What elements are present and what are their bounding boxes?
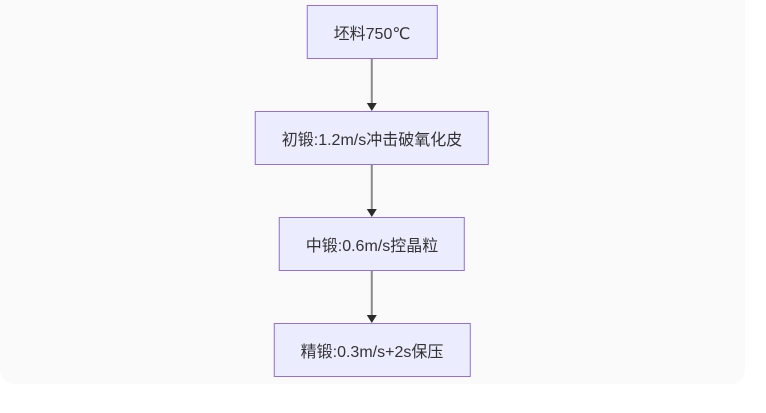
flowchart: 坯料750℃ 初锻:1.2m/s冲击破氧化皮 中锻:0.6m/s控晶粒 精锻:0… xyxy=(254,5,490,377)
arrow-line xyxy=(371,59,373,105)
diagram-canvas: 坯料750℃ 初锻:1.2m/s冲击破氧化皮 中锻:0.6m/s控晶粒 精锻:0… xyxy=(254,5,490,377)
arrowhead-icon xyxy=(367,209,377,217)
arrow-down-icon xyxy=(365,271,379,323)
flow-node-initial-forging: 初锻:1.2m/s冲击破氧化皮 xyxy=(254,111,490,165)
arrow-line xyxy=(371,165,373,211)
arrow-line xyxy=(371,271,373,317)
flow-node-precision-forging: 精锻:0.3m/s+2s保压 xyxy=(273,323,471,377)
flow-node-middle-forging: 中锻:0.6m/s控晶粒 xyxy=(278,217,466,271)
arrowhead-icon xyxy=(367,103,377,111)
arrow-down-icon xyxy=(365,165,379,217)
arrowhead-icon xyxy=(367,315,377,323)
flow-node-billet: 坯料750℃ xyxy=(306,5,438,59)
arrow-down-icon xyxy=(365,59,379,111)
